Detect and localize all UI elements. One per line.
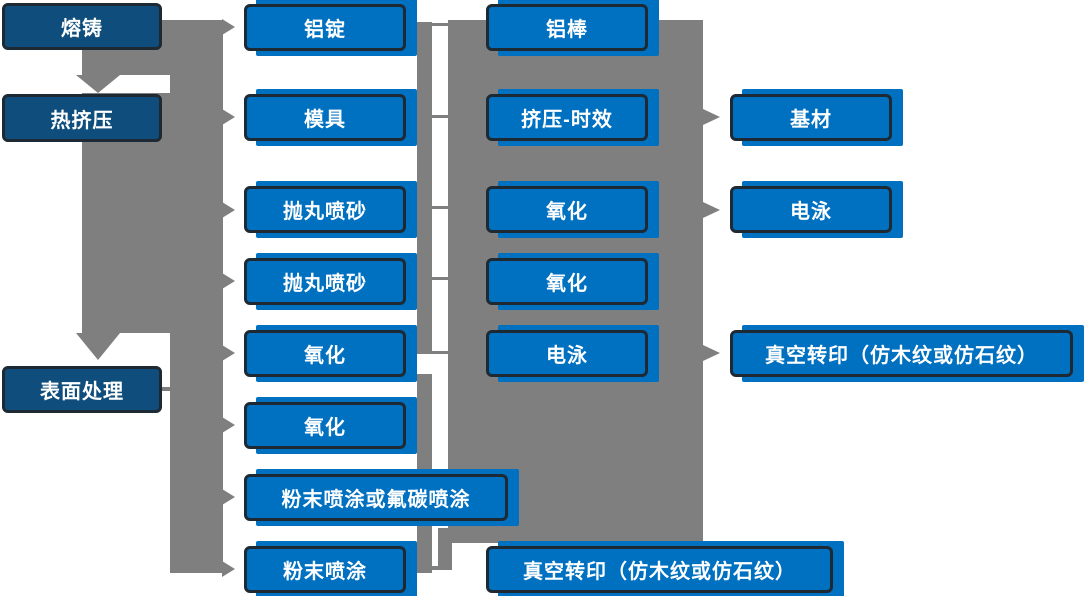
node-label: 挤压-时效 [521, 109, 613, 131]
node-label: 熔铸 [61, 18, 103, 40]
node-aluminum-ingot: 铝锭 [244, 4, 406, 51]
mid-link-row1 [432, 23, 448, 26]
node-oxidation-1: 氧化 [244, 330, 406, 377]
node-label: 氧化 [546, 201, 588, 223]
node-electrophoresis-stage4: 电泳 [730, 186, 892, 233]
surface-treatment-stub [162, 387, 175, 391]
node-label: 氧化 [304, 345, 346, 367]
mid-link-row4 [432, 277, 448, 280]
arrow-to-shot-blasting-1 [222, 202, 235, 218]
node-label: 粉末喷涂 [283, 561, 367, 583]
down-arrow-to-hot-extrusion [76, 75, 120, 93]
node-label: 氧化 [546, 273, 588, 295]
node-label: 电泳 [790, 201, 832, 223]
node-shot-blasting-1: 抛丸喷砂 [244, 186, 406, 233]
node-aluminum-rod: 铝棒 [486, 4, 648, 51]
node-extrusion-aging: 挤压-时效 [486, 94, 648, 141]
node-oxidation-a: 氧化 [486, 186, 648, 233]
mid-link-row3 [432, 206, 448, 209]
node-powder-coating: 粉末喷涂 [244, 546, 406, 593]
arrow-to-powder-or-fluorocarbon [222, 489, 235, 505]
node-label: 铝锭 [304, 19, 346, 41]
arrow-to-electrophoresis-2 [703, 202, 720, 218]
node-shot-blasting-2: 抛丸喷砂 [244, 258, 406, 305]
node-label: 热挤压 [50, 109, 114, 132]
down-arrow-to-surface-treatment [76, 333, 120, 360]
node-hot-extrusion: 热挤压 [2, 94, 162, 142]
arrow-to-base-material [703, 109, 720, 125]
node-oxidation-2: 氧化 [244, 402, 406, 449]
node-oxidation-b: 氧化 [486, 258, 648, 305]
node-vacuum-transfer-bottom: 真空转印（仿木纹或仿石纹） [486, 546, 833, 593]
arrow-to-aluminum-ingot [222, 19, 235, 35]
node-label: 氧化 [304, 417, 346, 439]
mid-link-row2 [432, 115, 448, 118]
node-label: 模具 [304, 109, 346, 131]
node-base-material: 基材 [730, 94, 892, 141]
node-melting: 熔铸 [2, 3, 162, 50]
arrow-to-shot-blasting-2 [222, 273, 235, 289]
node-label: 真空转印（仿木纹或仿石纹） [765, 345, 1038, 367]
node-label: 抛丸喷砂 [283, 201, 367, 223]
node-label: 电泳 [546, 345, 588, 367]
mid-link-row5 [432, 351, 448, 354]
node-electrophoresis-stage3: 电泳 [486, 330, 648, 377]
arrow-to-oxidation-1 [222, 345, 235, 361]
node-label: 基材 [790, 109, 832, 131]
flow-trunk-right [170, 20, 223, 573]
mid-collector-bar-upper [417, 22, 432, 354]
node-label: 真空转印（仿木纹或仿石纹） [523, 561, 796, 583]
node-surface-treatment: 表面处理 [2, 366, 162, 413]
node-label: 粉末喷涂或氟碳喷涂 [281, 489, 471, 511]
node-powder-or-fluorocarbon: 粉末喷涂或氟碳喷涂 [244, 474, 508, 521]
arrow-to-powder-coating [222, 561, 235, 577]
node-mold: 模具 [244, 94, 406, 141]
node-label: 抛丸喷砂 [283, 273, 367, 295]
arrow-to-oxidation-2 [222, 417, 235, 433]
node-vacuum-transfer-right: 真空转印（仿木纹或仿石纹） [730, 330, 1073, 377]
arrow-to-vacuum-transfer-right [703, 345, 720, 361]
node-label: 表面处理 [40, 381, 124, 403]
arrow-to-mold [222, 109, 235, 125]
node-label: 铝棒 [546, 19, 588, 41]
